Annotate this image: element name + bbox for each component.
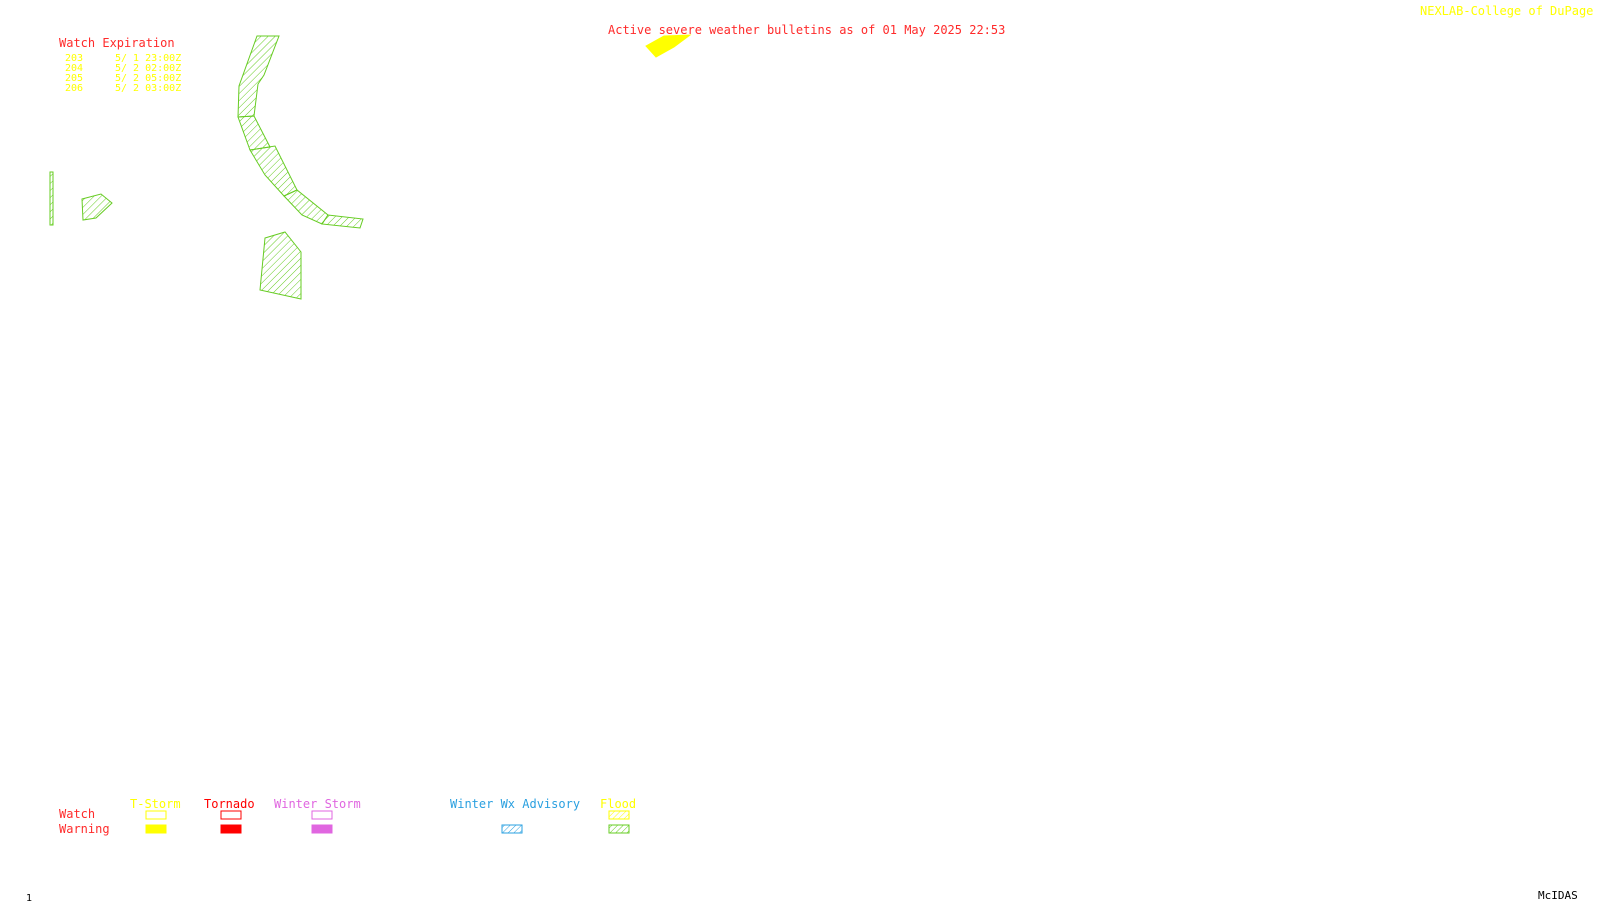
credit-label: NEXLAB-College of DuPage R xyxy=(1420,4,1600,18)
legend-winter-storm-warning-swatch xyxy=(311,824,333,834)
legend-warning-row-label: Warning xyxy=(59,822,110,836)
watch-expiration-heading: Watch Expiration xyxy=(59,36,175,50)
legend-winter-storm-watch-swatch xyxy=(311,810,333,820)
flood-warning-area-edge xyxy=(49,171,54,226)
watch-number: 206 xyxy=(65,83,84,94)
watch-expiration-list: 203 5/ 1 23:00Z 204 5/ 2 02:00Z 205 5/ 2… xyxy=(65,54,181,94)
watch-expiration-time: 5/ 2 03:00Z xyxy=(115,83,182,94)
legend-flood-warning-swatch xyxy=(608,824,630,834)
legend-flood-watch-swatch xyxy=(608,810,630,820)
flood-warning-area-lower xyxy=(259,231,302,300)
watch-number: 203 xyxy=(65,53,84,64)
legend-tornado-watch-swatch xyxy=(220,810,242,820)
legend-tstorm-watch-swatch xyxy=(145,810,167,820)
software-label: McIDAS xyxy=(1538,889,1578,902)
legend-swatches xyxy=(145,810,630,834)
legend-flood-label: Flood xyxy=(600,797,637,811)
watch-number: 204 xyxy=(65,63,84,74)
tstorm-warning-area xyxy=(645,34,692,58)
watch-expiration-row: 206 5/ 2 03:00Z xyxy=(65,84,181,94)
frame-number: 1 xyxy=(26,893,33,904)
legend-winter-storm-label: Winter Storm xyxy=(274,797,361,811)
legend-tstorm-label: T-Storm xyxy=(130,797,181,811)
legend-winter-advisory-label: Winter Wx Advisory xyxy=(450,797,581,811)
legend-tornado-warning-swatch xyxy=(220,824,242,834)
legend-tornado-label: Tornado xyxy=(204,797,255,811)
watch-expiration-row: 205 5/ 2 05:00Z xyxy=(65,74,181,84)
legend-watch-row-label: Watch xyxy=(59,807,96,821)
flood-warning-area-band xyxy=(237,35,364,229)
watch-expiration-row: 203 5/ 1 23:00Z xyxy=(65,54,181,64)
flood-warning-area-small xyxy=(81,193,113,221)
watch-expiration-time: 5/ 2 02:00Z xyxy=(115,63,182,74)
watch-expiration-time: 5/ 2 05:00Z xyxy=(115,73,182,84)
watch-expiration-time: 5/ 1 23:00Z xyxy=(115,53,182,64)
legend-tstorm-warning-swatch xyxy=(145,824,167,834)
watch-number: 205 xyxy=(65,73,84,84)
watch-expiration-row: 204 5/ 2 02:00Z xyxy=(65,64,181,74)
legend-winter-advisory-warning-swatch xyxy=(501,824,523,834)
map-title: Active severe weather bulletins as of 01… xyxy=(608,23,1006,37)
